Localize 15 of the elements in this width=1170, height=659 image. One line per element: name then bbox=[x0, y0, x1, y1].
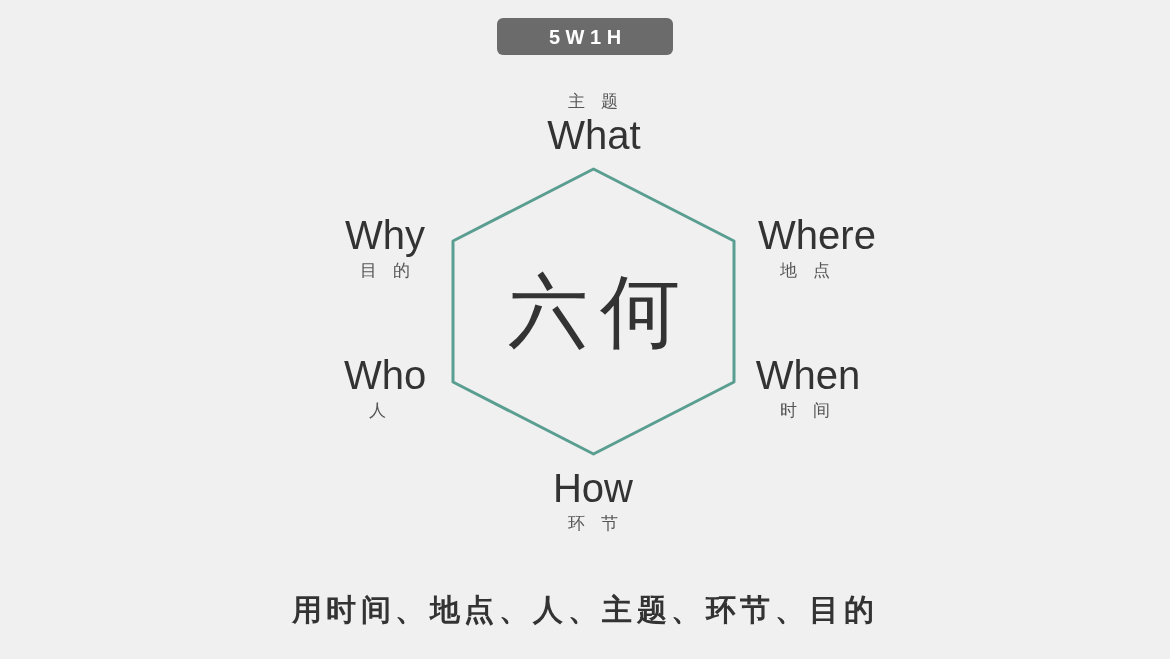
question-word: How bbox=[553, 465, 633, 512]
chinese-label: 人 bbox=[368, 400, 402, 420]
question-word: Why bbox=[345, 212, 425, 259]
caption: 用时间、地点、人、主题、环节、目的 bbox=[291, 591, 879, 629]
title-badge: 5 W 1 H bbox=[497, 18, 673, 55]
chinese-label: 目的 bbox=[359, 260, 425, 280]
chinese-label: 地点 bbox=[779, 260, 845, 280]
center-text: 六何 bbox=[506, 271, 692, 352]
question-word: What bbox=[547, 112, 641, 159]
chinese-label: 时间 bbox=[779, 400, 845, 420]
chinese-label: 主题 bbox=[567, 91, 633, 111]
chinese-label: 环节 bbox=[567, 513, 633, 533]
question-word: Where bbox=[758, 212, 876, 259]
question-word: When bbox=[755, 352, 861, 399]
question-word: Who bbox=[343, 352, 427, 399]
